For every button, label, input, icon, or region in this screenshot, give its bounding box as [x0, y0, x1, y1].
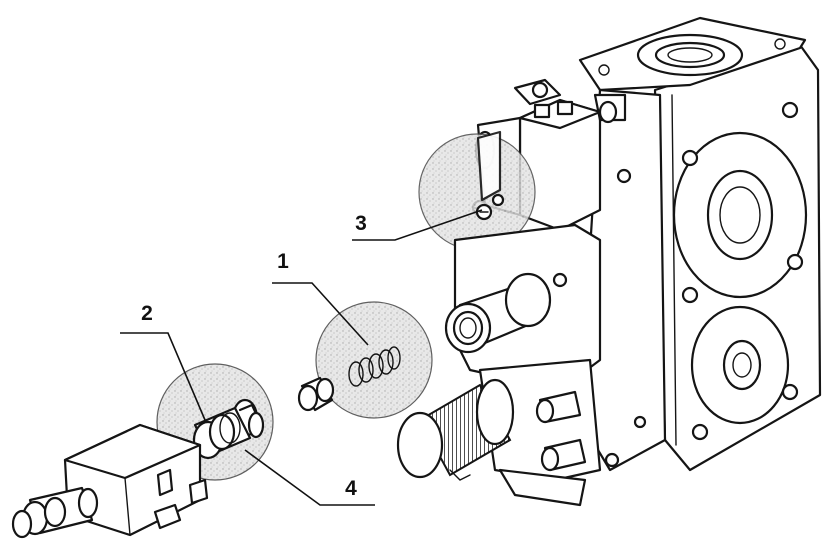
outlet-section: [444, 223, 602, 507]
plunger: [297, 376, 335, 412]
callout-4-label: 4: [345, 477, 357, 500]
coil-body: [11, 423, 209, 539]
callout-leaders: [120, 209, 483, 506]
callout-1-label: 1: [277, 250, 289, 273]
spring: [348, 346, 401, 387]
knurled-knob: [396, 378, 515, 481]
callout-2-label: 2: [141, 302, 153, 325]
callout-3-label: 3: [355, 212, 367, 235]
callout-1-highlight: [315, 301, 433, 419]
gas-valve-body: [560, 16, 822, 472]
